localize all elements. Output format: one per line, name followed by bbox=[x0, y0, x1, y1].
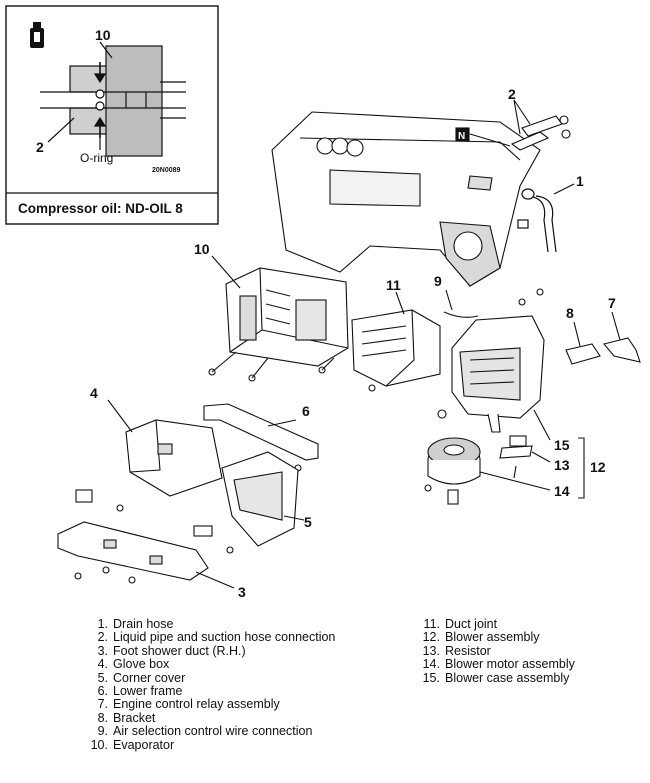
inset-o-ring-detail: 10 2 O-ring 20N0089 bbox=[5, 5, 219, 225]
legend-item-number: 5. bbox=[97, 670, 108, 685]
blower-motor-assembly bbox=[424, 437, 551, 505]
legend-item-text: Bracket bbox=[113, 710, 156, 725]
blower-case-assembly bbox=[437, 315, 551, 441]
legend-item: 1. Drain hose bbox=[86, 617, 336, 631]
legend-item-number: 9. bbox=[97, 724, 108, 739]
inset-oring-label: O-ring bbox=[80, 151, 113, 165]
parts-legend-right: 11. Duct joint 12. Blower assembly 13. Resist… bbox=[418, 617, 628, 685]
legend-item-number: 10. bbox=[90, 737, 108, 752]
legend-item: 12. Blower assembly bbox=[418, 630, 628, 645]
blower-assembly-bracket bbox=[578, 437, 585, 499]
callout-4: 4 bbox=[90, 385, 98, 401]
legend-item-number: 4. bbox=[97, 657, 108, 672]
callout-7: 7 bbox=[608, 295, 616, 311]
duct-joint bbox=[351, 291, 441, 392]
callout-1: 1 bbox=[576, 173, 584, 189]
callout-5: 5 bbox=[304, 514, 312, 530]
instrument-panel bbox=[271, 111, 541, 287]
inset-label-2: 2 bbox=[36, 139, 44, 155]
engine-control-relay-assembly bbox=[603, 311, 641, 363]
legend-item: 7. Engine control relay assembly bbox=[86, 697, 336, 712]
callout-2: 2 bbox=[508, 86, 516, 102]
legend-item-text: Engine control relay assembly bbox=[113, 697, 280, 712]
legend-item-number: 1. bbox=[97, 617, 108, 631]
legend-item: 4. Glove box bbox=[86, 657, 336, 672]
callout-14: 14 bbox=[554, 483, 570, 499]
legend-item-text: Duct joint bbox=[445, 617, 498, 631]
callout-12: 12 bbox=[590, 459, 606, 475]
legend-item-text: Air selection control wire connection bbox=[113, 724, 313, 739]
legend-item: 13. Resistor bbox=[418, 643, 628, 658]
drain-hose bbox=[517, 183, 575, 253]
resistor bbox=[499, 435, 551, 479]
bracket bbox=[565, 321, 601, 365]
legend-item: 3. Foot shower duct (R.H.) bbox=[86, 643, 336, 658]
legend-item-number: 8. bbox=[97, 710, 108, 725]
legend-item-text: Blower motor assembly bbox=[445, 657, 575, 672]
legend-item-number: 6. bbox=[97, 684, 108, 699]
inset-code: 20N0089 bbox=[152, 167, 181, 174]
liquid-pipe-connection-parts bbox=[455, 99, 571, 151]
legend-item-text: Foot shower duct (R.H.) bbox=[113, 643, 246, 658]
legend-item-text: Resistor bbox=[445, 643, 491, 658]
legend-item-text: Evaporator bbox=[113, 737, 175, 752]
legend-item-number: 15. bbox=[422, 670, 440, 685]
legend-item: 15. Blower case assembly bbox=[418, 670, 628, 685]
legend-item: 11. Duct joint bbox=[418, 617, 628, 631]
glove-box bbox=[75, 399, 223, 512]
foot-shower-duct bbox=[57, 521, 235, 589]
evaporator bbox=[208, 255, 349, 382]
legend-item-number: 7. bbox=[97, 697, 108, 712]
legend-item-text: Liquid pipe and suction hose connection bbox=[113, 630, 336, 645]
callout-13: 13 bbox=[554, 457, 570, 473]
callout-9: 9 bbox=[434, 273, 442, 289]
callout-10: 10 bbox=[194, 241, 210, 257]
legend-item-text: Glove box bbox=[113, 657, 170, 672]
parts-legend-left: 1. Drain hose 2. Liquid pipe and suction ho… bbox=[86, 617, 336, 752]
n-badge: N bbox=[458, 131, 465, 142]
legend-item-number: 3. bbox=[97, 643, 108, 658]
oil-can-icon bbox=[30, 22, 44, 48]
legend-item-number: 13. bbox=[422, 643, 440, 658]
legend-item-number: 12. bbox=[422, 630, 440, 645]
legend-item-text: Drain hose bbox=[113, 617, 174, 631]
exploded-view-diagram: 10 2 O-ring 20N0089 N bbox=[5, 5, 641, 600]
callout-11: 11 bbox=[386, 277, 401, 293]
legend-item: 8. Bracket bbox=[86, 710, 336, 725]
air-selection-control-wire bbox=[443, 288, 544, 318]
legend-item: 14. Blower motor assembly bbox=[418, 657, 628, 672]
corner-cover bbox=[193, 451, 305, 554]
legend-item-text: Lower frame bbox=[113, 684, 183, 699]
legend-item: 2. Liquid pipe and suction hose connectio… bbox=[86, 630, 336, 645]
callout-15: 15 bbox=[554, 437, 570, 453]
legend-item-text: Blower assembly bbox=[445, 630, 540, 645]
inset-label-10: 10 bbox=[95, 27, 111, 43]
legend-item-number: 2. bbox=[97, 630, 108, 645]
callout-8: 8 bbox=[566, 305, 574, 321]
callout-6: 6 bbox=[302, 403, 310, 419]
legend-item-number: 14. bbox=[422, 657, 440, 672]
inset-caption: Compressor oil: ND-OIL 8 bbox=[18, 201, 183, 216]
callout-3: 3 bbox=[238, 584, 246, 600]
legend-item: 10. Evaporator bbox=[86, 737, 336, 752]
legend-item: 5. Corner cover bbox=[86, 670, 336, 685]
legend-item: 6. Lower frame bbox=[86, 684, 336, 699]
legend-item-text: Blower case assembly bbox=[445, 670, 570, 685]
legend-item-number: 11. bbox=[423, 617, 440, 631]
legend-item: 9. Air selection control wire connection bbox=[86, 724, 336, 739]
legend-item-text: Corner cover bbox=[113, 670, 186, 685]
pipe-connection-detail bbox=[40, 41, 186, 157]
